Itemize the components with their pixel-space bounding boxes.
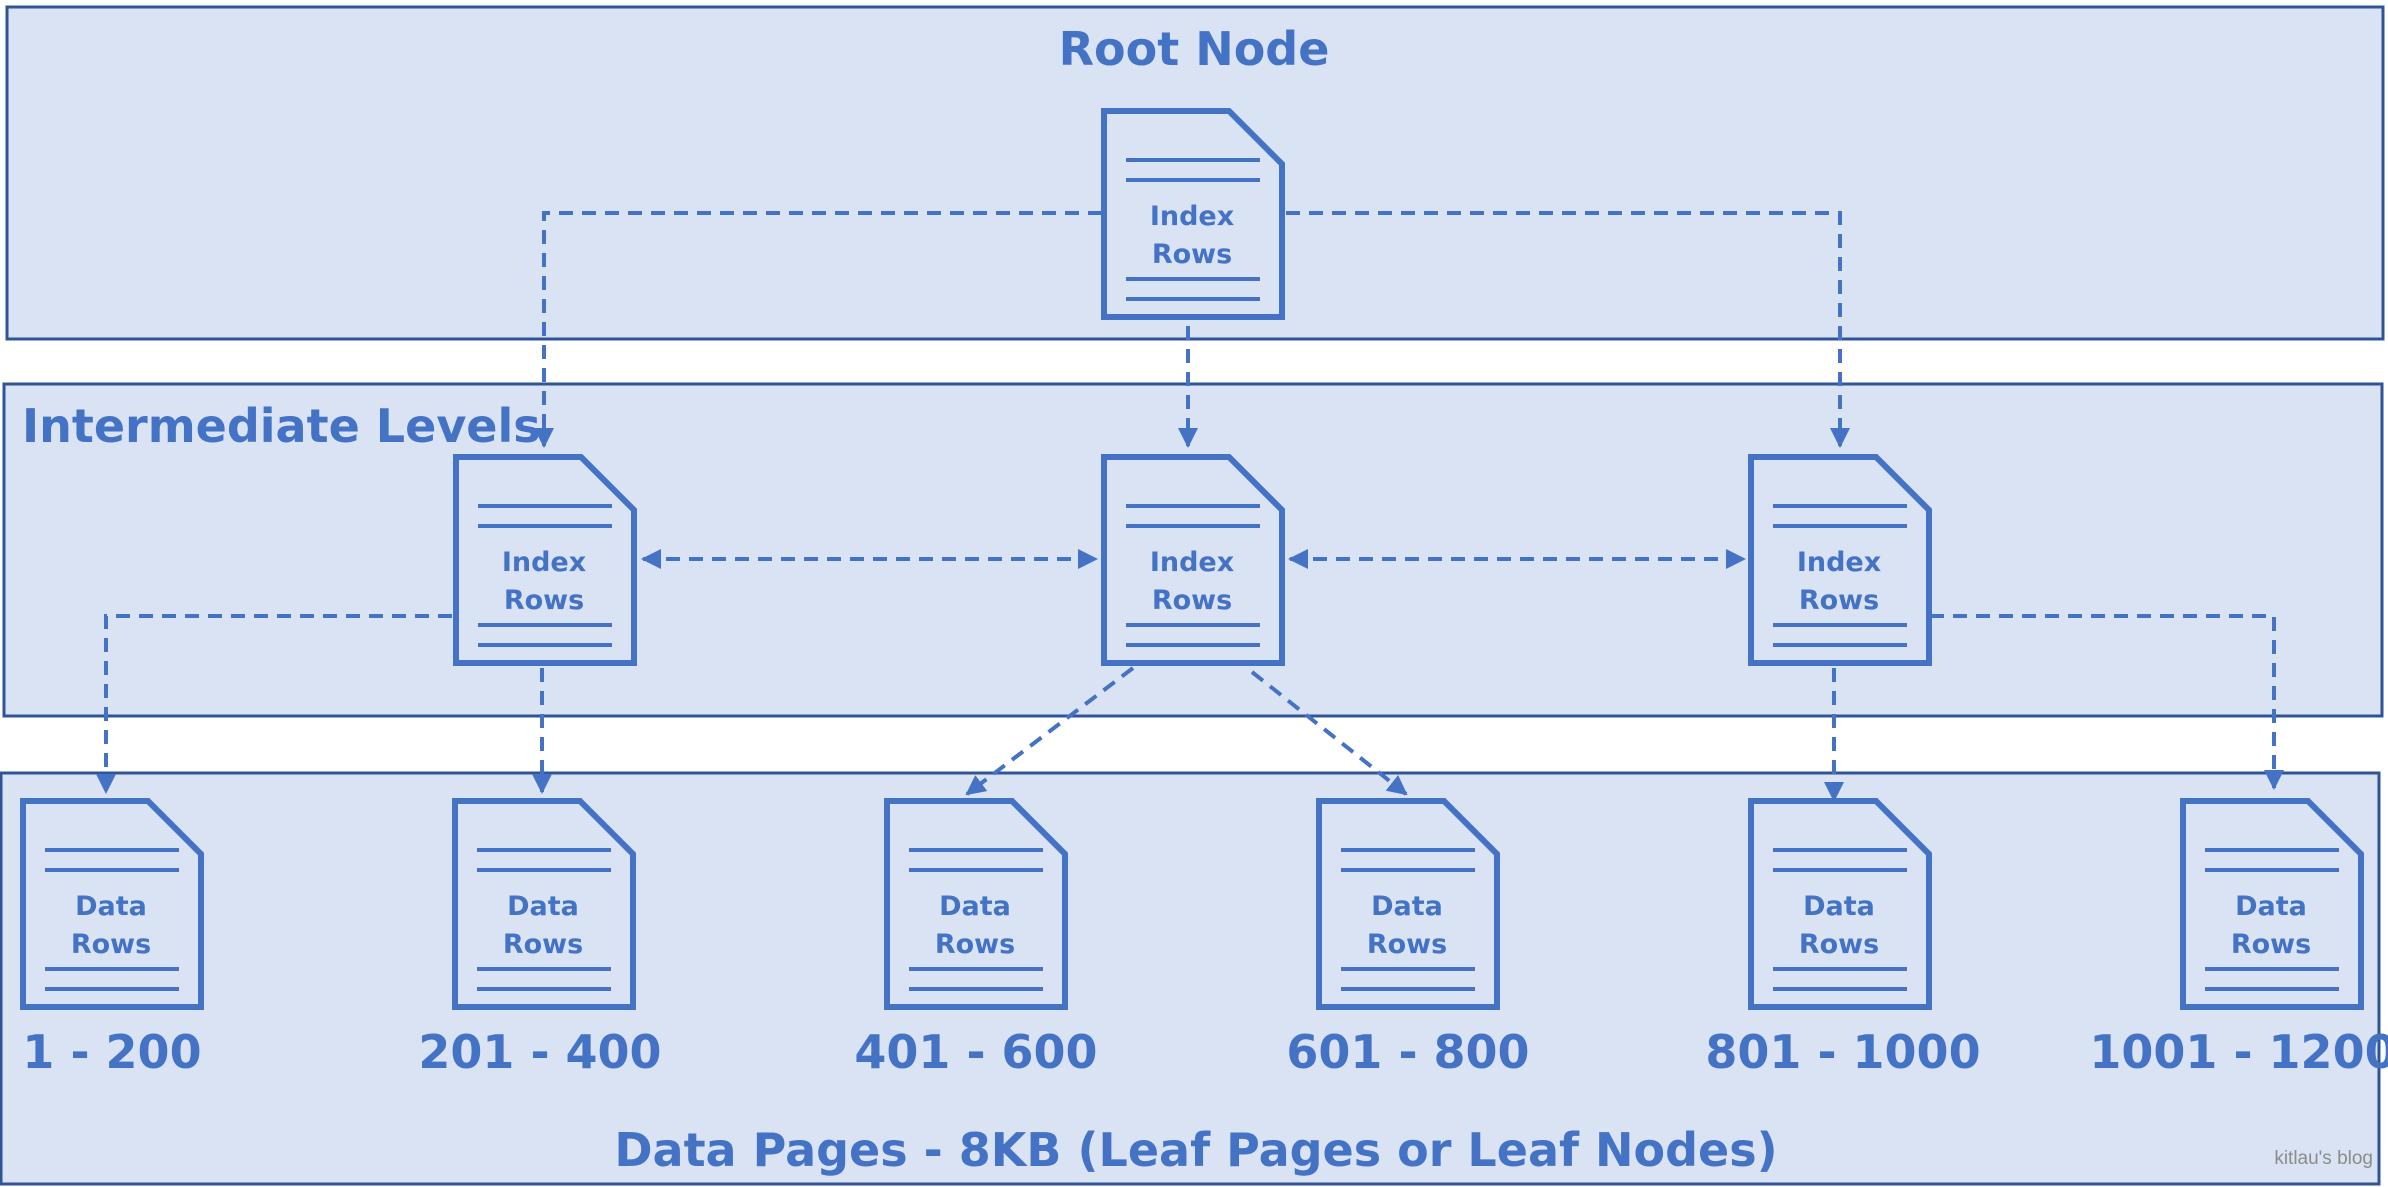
connector-int-mid-to-leaf-3 bbox=[965, 666, 1135, 796]
doc-label-line2: Rows bbox=[1367, 929, 1447, 960]
doc-label-line2: Rows bbox=[1152, 585, 1232, 616]
leaf-range-label-6: 1001 - 1200 bbox=[2089, 1025, 2388, 1079]
doc-label-line1: Index bbox=[1150, 201, 1234, 232]
leaf-range-label-1: 1 - 200 bbox=[22, 1025, 201, 1079]
leaf-data-page-5: Data Rows bbox=[1751, 801, 1929, 1007]
doc-label-line1: Data bbox=[1371, 891, 1443, 922]
doc-label-line2: Rows bbox=[1799, 585, 1879, 616]
doc-label-line1: Index bbox=[502, 547, 586, 578]
doc-label-line1: Data bbox=[2235, 891, 2307, 922]
leaf-range-label-3: 401 - 600 bbox=[854, 1025, 1097, 1079]
doc-label-line1: Data bbox=[1803, 891, 1875, 922]
doc-label-line1: Index bbox=[1797, 547, 1881, 578]
doc-label-line2: Rows bbox=[2231, 929, 2311, 960]
leaf-level-panel bbox=[0, 771, 2381, 1186]
connector-root-to-int-right bbox=[1286, 211, 1850, 448]
intermediate-level-title: Intermediate Levels bbox=[22, 399, 541, 453]
leaf-range-label-4: 601 - 800 bbox=[1286, 1025, 1529, 1079]
leaf-data-page-1: Data Rows bbox=[23, 801, 201, 1007]
doc-label-line1: Index bbox=[1150, 547, 1234, 578]
doc-label-line2: Rows bbox=[503, 929, 583, 960]
leaf-range-label-2: 201 - 400 bbox=[418, 1025, 661, 1079]
leaf-level-title: Data Pages - 8KB (Leaf Pages or Leaf Nod… bbox=[614, 1123, 1777, 1177]
doc-label-line2: Rows bbox=[504, 585, 584, 616]
intermediate-index-page-left: Index Rows bbox=[456, 457, 634, 663]
leaf-range-label-5: 801 - 1000 bbox=[1705, 1025, 1980, 1079]
intermediate-index-page-middle: Index Rows bbox=[1104, 457, 1282, 663]
root-level-title: Root Node bbox=[1059, 22, 1330, 76]
leaf-data-page-4: Data Rows bbox=[1319, 801, 1497, 1007]
doc-label-line2: Rows bbox=[1152, 239, 1232, 270]
doc-label-line1: Data bbox=[75, 891, 147, 922]
intermediate-index-page-right: Index Rows bbox=[1751, 457, 1929, 663]
doc-label-line1: Data bbox=[939, 891, 1011, 922]
leaf-data-page-3: Data Rows bbox=[887, 801, 1065, 1007]
root-index-page: Index Rows bbox=[1104, 111, 1282, 317]
doc-label-line2: Rows bbox=[935, 929, 1015, 960]
watermark: kitlau's blog bbox=[2274, 1148, 2373, 1169]
connectors bbox=[96, 211, 2284, 802]
leaf-data-page-6: Data Rows bbox=[2183, 801, 2361, 1007]
doc-label-line2: Rows bbox=[1799, 929, 1879, 960]
connector-int-mid-to-leaf-4 bbox=[1250, 670, 1408, 796]
connector-int-left-to-leaf-1 bbox=[96, 614, 452, 794]
leaf-data-page-2: Data Rows bbox=[455, 801, 633, 1007]
connector-root-to-int-left bbox=[534, 211, 1102, 448]
doc-label-line2: Rows bbox=[71, 929, 151, 960]
doc-label-line1: Data bbox=[507, 891, 579, 922]
